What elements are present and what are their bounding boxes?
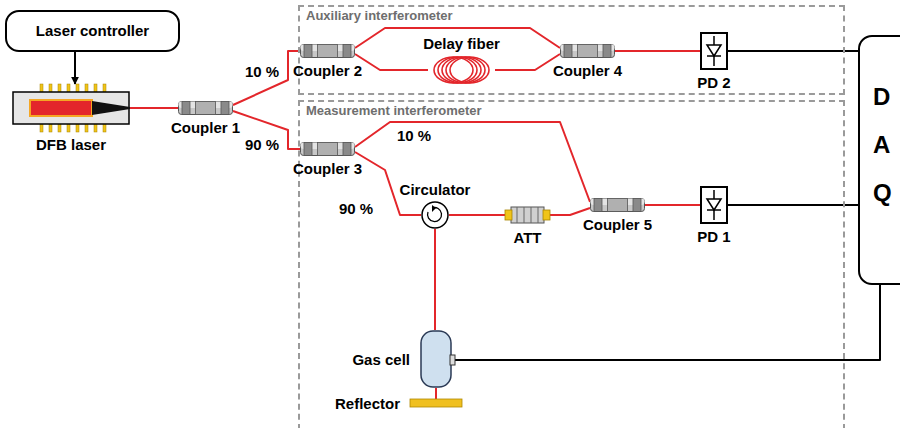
attenuator: ATT xyxy=(505,205,550,225)
fiber-coupler: Coupler 5 xyxy=(590,198,645,212)
component-label: ATT xyxy=(513,229,541,246)
component-label: Coupler 2 xyxy=(293,62,362,79)
region-title: Measurement interferometer xyxy=(306,103,482,118)
fiber-coupler-outline xyxy=(300,44,355,58)
split-ratio: 90 % xyxy=(338,200,374,217)
interferometer-region: Measurement interferometerCoupler 3 Circu… xyxy=(298,100,845,428)
controller-box: Laser controller xyxy=(5,10,180,52)
delay-fiber-coil: Delay fiber xyxy=(428,55,495,85)
gas-cell: Gas cell xyxy=(420,330,452,388)
region-title: Auxiliary interferometer xyxy=(306,8,453,23)
optical-fiber xyxy=(130,107,178,109)
attenuator-outline xyxy=(505,205,550,225)
signal-wire xyxy=(728,204,858,206)
component-label: Circulator xyxy=(400,181,471,198)
gas-cell-outline xyxy=(420,330,452,388)
optical-fiber xyxy=(645,204,700,206)
component-label: Reflector xyxy=(335,395,400,412)
optical-fiber xyxy=(449,214,505,216)
split-ratio: 90 % xyxy=(244,136,280,153)
signal-wire xyxy=(452,285,880,360)
laser-diode-outline xyxy=(12,84,130,132)
fiber-coupler: Coupler 2 xyxy=(300,44,355,58)
photodiode: PD 1 xyxy=(700,186,728,224)
delay-fiber-coil-outline xyxy=(428,55,495,85)
component-label: Delay fiber xyxy=(423,35,500,52)
reflector-outline xyxy=(410,399,462,407)
photodiode-outline xyxy=(700,186,728,224)
fiber-coupler: Coupler 1 xyxy=(178,101,233,115)
split-ratio: 10 % xyxy=(244,63,280,80)
component-label: D A Q xyxy=(873,73,897,217)
optical-fiber xyxy=(435,388,437,399)
fiber-coupler-outline xyxy=(178,101,233,115)
optical-fiber xyxy=(355,122,590,202)
fiber-coupler: Coupler 3 xyxy=(300,142,355,156)
optical-fiber xyxy=(355,54,428,70)
circulator-outline xyxy=(421,201,449,229)
reflector: Reflector xyxy=(410,399,462,407)
component-label: PD 1 xyxy=(697,228,730,245)
component-label: Gas cell xyxy=(352,351,410,368)
daq-box: D A Q xyxy=(858,35,900,285)
fiber-coupler-outline xyxy=(590,198,645,212)
signal-wire xyxy=(728,50,858,52)
optical-fiber xyxy=(233,51,300,105)
photodiode: PD 2 xyxy=(700,32,728,70)
component-label: Laser controller xyxy=(7,12,178,50)
laser-diode: DFB laser xyxy=(12,84,130,132)
photodiode-outline xyxy=(700,32,728,70)
signal-wire xyxy=(74,52,76,84)
optical-fiber xyxy=(434,229,436,330)
component-label: PD 2 xyxy=(697,74,730,91)
component-label: Coupler 1 xyxy=(171,119,240,136)
component-label: Coupler 3 xyxy=(293,160,362,177)
optical-fiber xyxy=(615,50,700,52)
component-label: Coupler 4 xyxy=(553,62,622,79)
fiber-coupler-outline xyxy=(300,142,355,156)
component-label: DFB laser xyxy=(36,136,106,153)
component-label: Coupler 5 xyxy=(583,216,652,233)
split-ratio: 10 % xyxy=(396,127,432,144)
optical-fiber xyxy=(495,54,560,70)
interferometer-region: Auxiliary interferometerCoupler 2 Delay f… xyxy=(298,5,845,95)
optical-fiber xyxy=(550,208,590,215)
circulator: Circulator xyxy=(421,201,449,229)
fiber-coupler: Coupler 4 xyxy=(560,44,615,58)
fiber-coupler-outline xyxy=(560,44,615,58)
